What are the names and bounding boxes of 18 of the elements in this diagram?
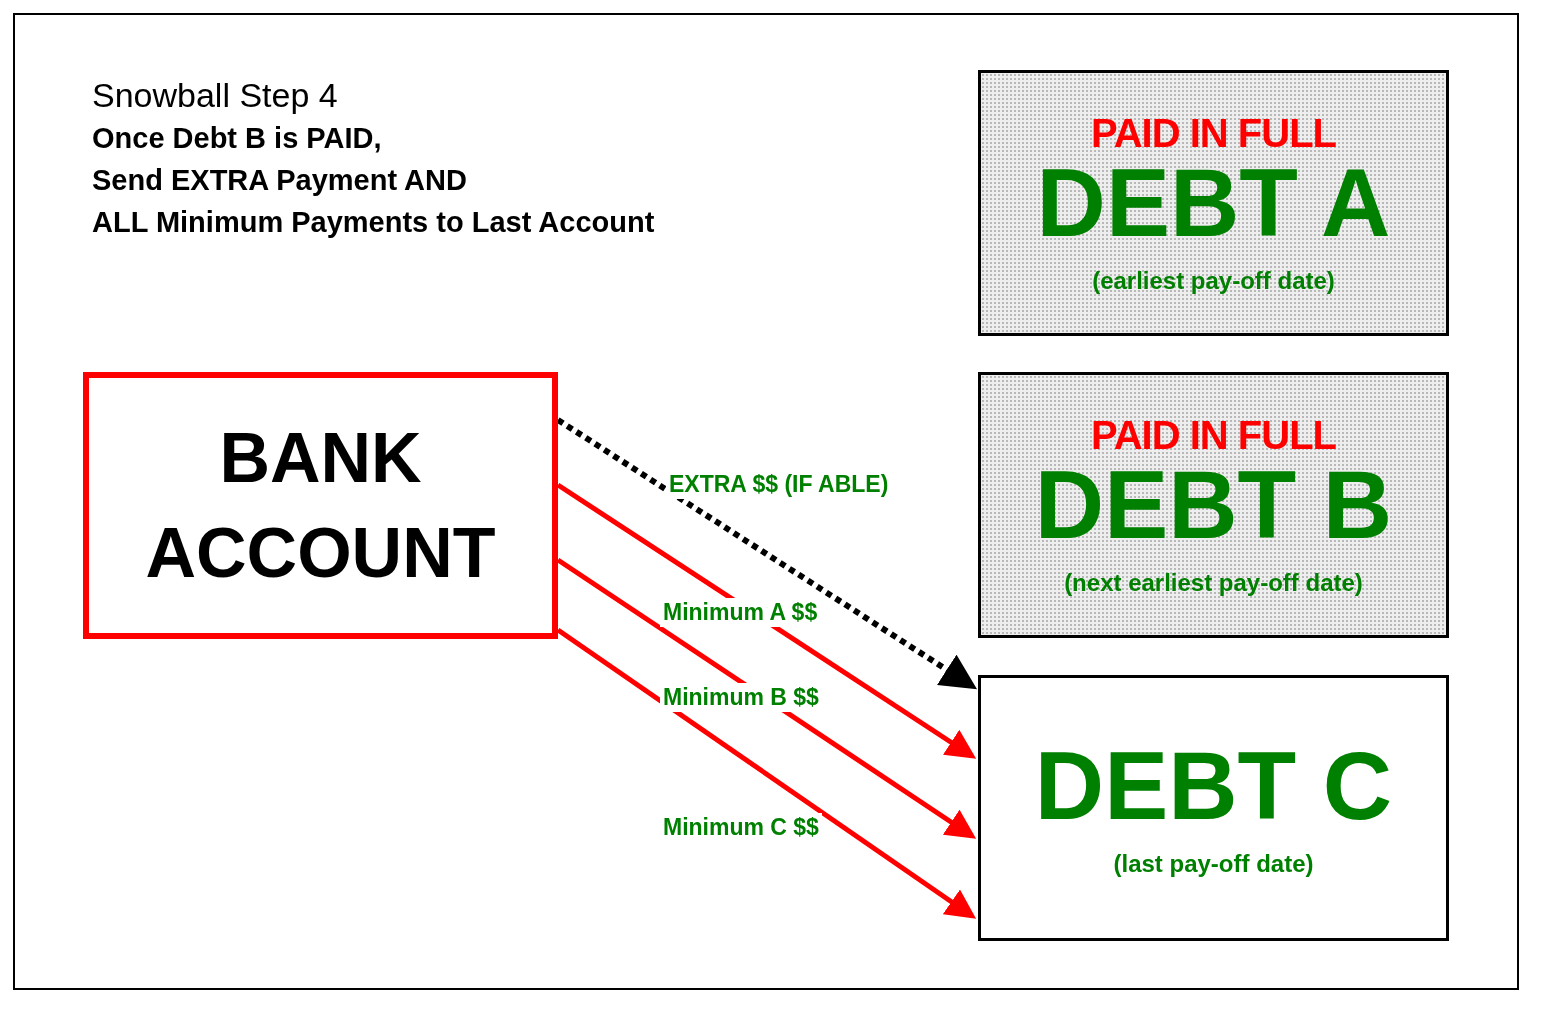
account-box	[83, 372, 558, 639]
debt-title: DEBT C	[1034, 738, 1393, 834]
instruction-text: Once Debt B is PAID,	[92, 122, 382, 155]
debt-box	[978, 372, 1449, 638]
date-note: (last pay-off date)	[1113, 850, 1314, 878]
instruction-text: Send EXTRA Payment AND	[92, 164, 467, 197]
debt-box	[978, 675, 1449, 941]
debt-box	[978, 70, 1449, 336]
debt-title: DEBT B	[1034, 457, 1393, 553]
instruction-text: ALL Minimum Payments to Last Account	[92, 206, 655, 239]
status-text: PAID IN FULL	[1091, 413, 1336, 457]
date-note: (next earliest pay-off date)	[1064, 569, 1363, 597]
account-title: BANK ACCOUNT	[144, 418, 497, 594]
edge-label: Minimum B $$	[660, 683, 822, 712]
status-text: PAID IN FULL	[1091, 111, 1336, 155]
date-note: (earliest pay-off date)	[1092, 267, 1335, 295]
diagram-title: Snowball Step 4	[92, 76, 338, 115]
debt-title: DEBT A	[1036, 155, 1391, 251]
